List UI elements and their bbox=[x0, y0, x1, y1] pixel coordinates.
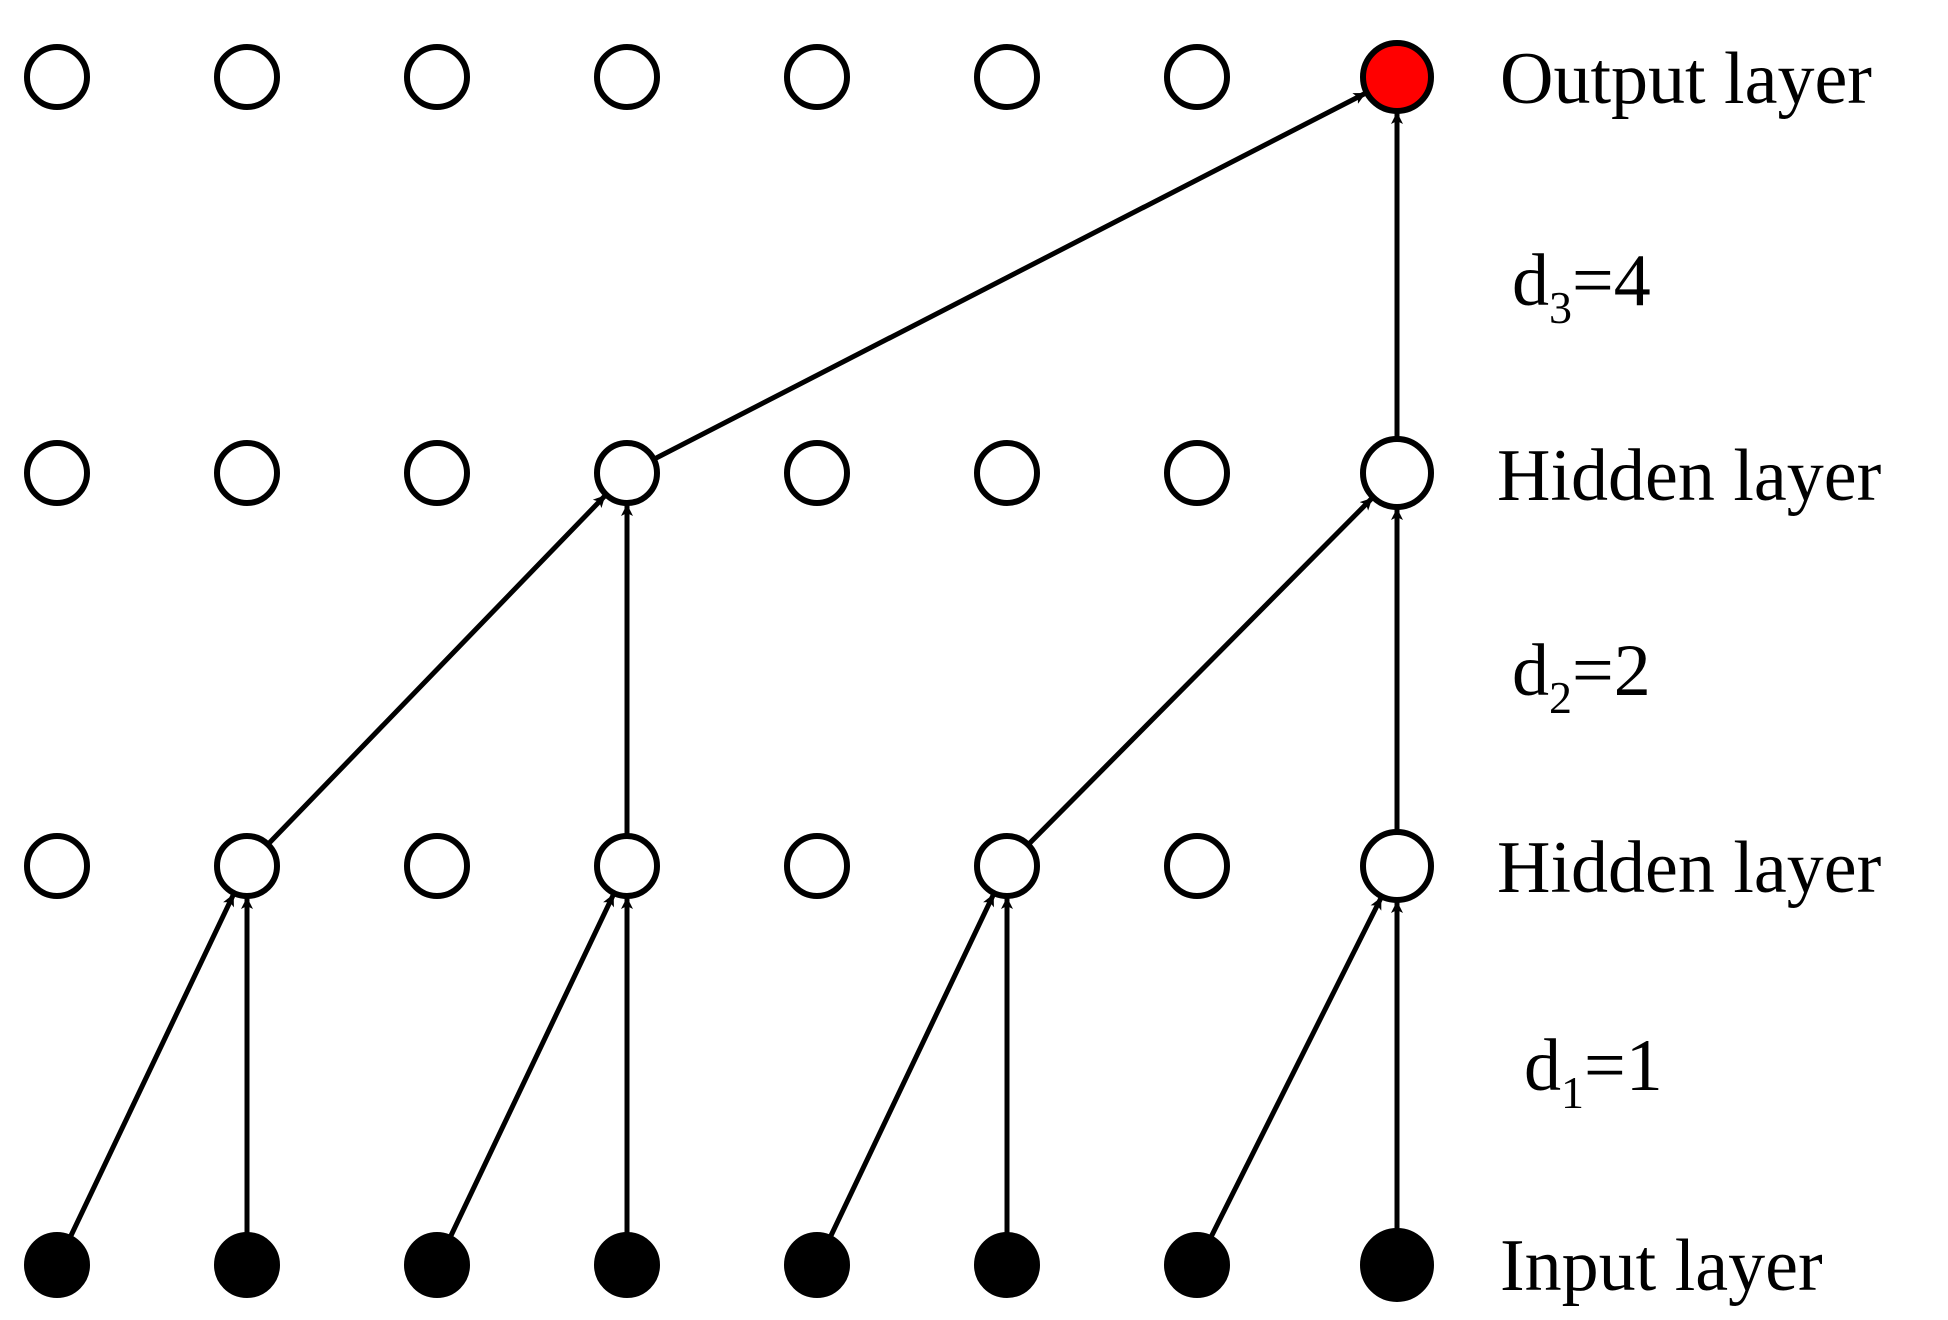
hidden-layer-2-label: Hidden layer bbox=[1497, 435, 1881, 517]
edge-hidden1-5-to-hidden2-7 bbox=[1005, 496, 1374, 868]
input-node-1 bbox=[214, 1232, 280, 1298]
input-layer-label: Input layer bbox=[1500, 1225, 1823, 1307]
output-node-7 bbox=[1360, 40, 1434, 114]
hidden1-node-3 bbox=[594, 833, 660, 899]
output-node-0 bbox=[24, 44, 90, 110]
edge-input-6-to-hidden1-7 bbox=[1194, 897, 1384, 1267]
output-node-6 bbox=[1164, 44, 1230, 110]
hidden1-node-5 bbox=[974, 833, 1040, 899]
hidden1-node-4 bbox=[784, 833, 850, 899]
dilation-label-2: d2=2 bbox=[1512, 630, 1651, 723]
hidden-layer-1-label: Hidden layer bbox=[1497, 827, 1881, 909]
edge-input-4-to-hidden1-5 bbox=[814, 893, 996, 1267]
dilation-label-1: d1=1 bbox=[1524, 1025, 1663, 1118]
edge-input-2-to-hidden1-3 bbox=[434, 893, 616, 1267]
hidden2-node-1 bbox=[214, 440, 280, 506]
edges-group bbox=[54, 91, 1403, 1267]
input-node-4 bbox=[784, 1232, 850, 1298]
edge-input-0-to-hidden1-1 bbox=[54, 893, 236, 1267]
hidden2-node-3 bbox=[594, 440, 660, 506]
input-node-7 bbox=[1360, 1228, 1434, 1302]
hidden1-node-2 bbox=[404, 833, 470, 899]
hidden1-node-7 bbox=[1360, 829, 1434, 903]
input-node-6 bbox=[1164, 1232, 1230, 1298]
hidden2-node-5 bbox=[974, 440, 1040, 506]
dilation-label-3: d3=4 bbox=[1512, 240, 1651, 333]
hidden1-node-0 bbox=[24, 833, 90, 899]
output-node-3 bbox=[594, 44, 660, 110]
output-layer-label: Output layer bbox=[1500, 38, 1872, 120]
hidden2-node-2 bbox=[404, 440, 470, 506]
output-node-1 bbox=[214, 44, 280, 110]
hidden1-node-6 bbox=[1164, 833, 1230, 899]
edge-hidden1-1-to-hidden2-3 bbox=[245, 494, 607, 868]
input-node-0 bbox=[24, 1232, 90, 1298]
nodes-group bbox=[24, 40, 1434, 1302]
input-node-5 bbox=[974, 1232, 1040, 1298]
hidden1-node-1 bbox=[214, 833, 280, 899]
input-node-3 bbox=[594, 1232, 660, 1298]
hidden2-node-6 bbox=[1164, 440, 1230, 506]
hidden2-node-7 bbox=[1360, 436, 1434, 510]
output-node-4 bbox=[784, 44, 850, 110]
hidden2-node-4 bbox=[784, 440, 850, 506]
output-node-5 bbox=[974, 44, 1040, 110]
input-node-2 bbox=[404, 1232, 470, 1298]
output-node-2 bbox=[404, 44, 470, 110]
edge-hidden2-3-to-output-7 bbox=[625, 91, 1367, 476]
hidden2-node-0 bbox=[24, 440, 90, 506]
